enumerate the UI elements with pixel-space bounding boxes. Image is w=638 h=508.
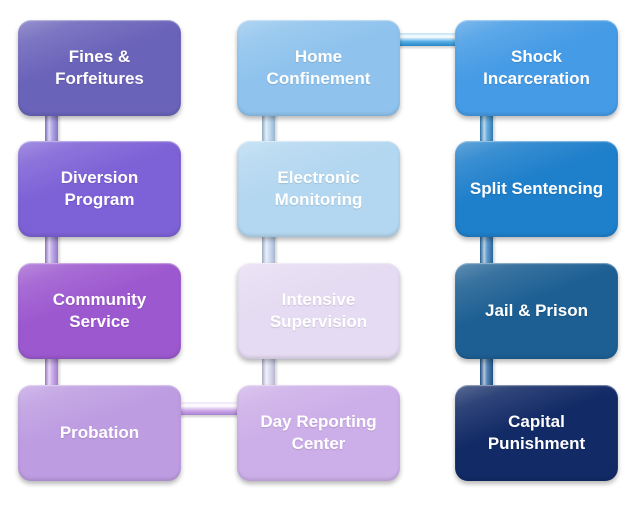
node-label: Probation [59,422,140,442]
node-probation: Probation [18,385,181,481]
node-jail-prison: Jail & Prison [455,263,618,359]
node-capital-punishment: Capital Punishment [455,385,618,481]
node-community-service: Community Service [18,263,181,359]
node-diversion-program: Diversion Program [18,141,181,237]
node-label: Home Confinement [266,46,371,88]
node-electronic-monitoring: Electronic Monitoring [237,141,400,237]
node-label: Fines & Forfeitures [55,46,144,88]
node-label: Jail & Prison [485,300,588,320]
node-home-confinement: Home Confinement [237,20,400,116]
node-split-sentencing: Split Sentencing [455,141,618,237]
connector-probation-to-day-reporting-center [176,402,242,415]
node-label: Shock Incarceration [483,46,590,88]
node-label: Day Reporting Center [260,411,377,453]
node-intensive-supervision: Intensive Supervision [237,263,400,359]
connector-col1-vertical [45,60,58,440]
node-label: Capital Punishment [487,411,586,453]
node-shock-incarceration: Shock Incarceration [455,20,618,116]
node-label: Split Sentencing [469,178,604,198]
node-label: Diversion Program [60,167,139,209]
node-fines-forfeitures: Fines & Forfeitures [18,20,181,116]
connector-home-confinement-to-shock-incarceration [395,33,460,46]
node-label: Electronic Monitoring [274,167,363,209]
node-label: Community Service [52,289,147,331]
node-label: Intensive Supervision [269,289,368,331]
node-day-reporting-center: Day Reporting Center [237,385,400,481]
connector-col3-vertical [480,60,493,440]
connector-col2-vertical [262,60,275,440]
